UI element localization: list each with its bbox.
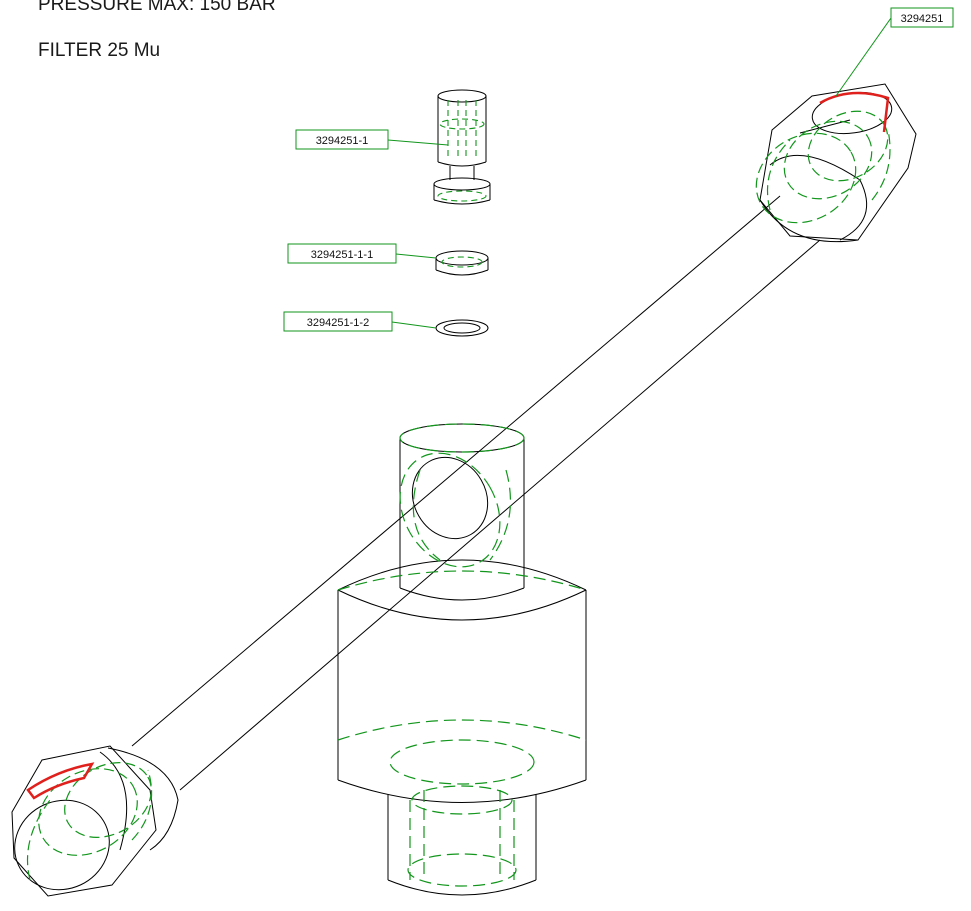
tube <box>131 195 821 791</box>
callout-washer-label: 3294251-1-2 <box>307 317 369 329</box>
pressure-note: PRESSURE MAX: 150 BAR <box>38 0 276 15</box>
callout-assembly-label: 3294251 <box>901 13 944 25</box>
upper-end-fitting <box>755 83 917 243</box>
callout-filter-cartridge-label: 3294251-1 <box>316 135 369 147</box>
upper-seal-highlight <box>819 91 890 133</box>
callout-washer: 3294251-1-2 <box>283 311 437 332</box>
seal-ring <box>435 250 489 276</box>
callout-assembly: 3294251 <box>835 7 954 97</box>
lower-seal-highlight <box>26 762 95 800</box>
filter-housing <box>337 423 587 896</box>
callout-seal-ring: 3294251-1-1 <box>287 243 437 264</box>
callout-filter-cartridge: 3294251-1 <box>295 129 449 150</box>
filter-cartridge <box>433 89 491 205</box>
washer <box>435 319 489 337</box>
lower-end-fitting <box>11 745 179 897</box>
callout-seal-ring-label: 3294251-1-1 <box>311 249 373 261</box>
filter-note: FILTER 25 Mu <box>38 40 161 61</box>
